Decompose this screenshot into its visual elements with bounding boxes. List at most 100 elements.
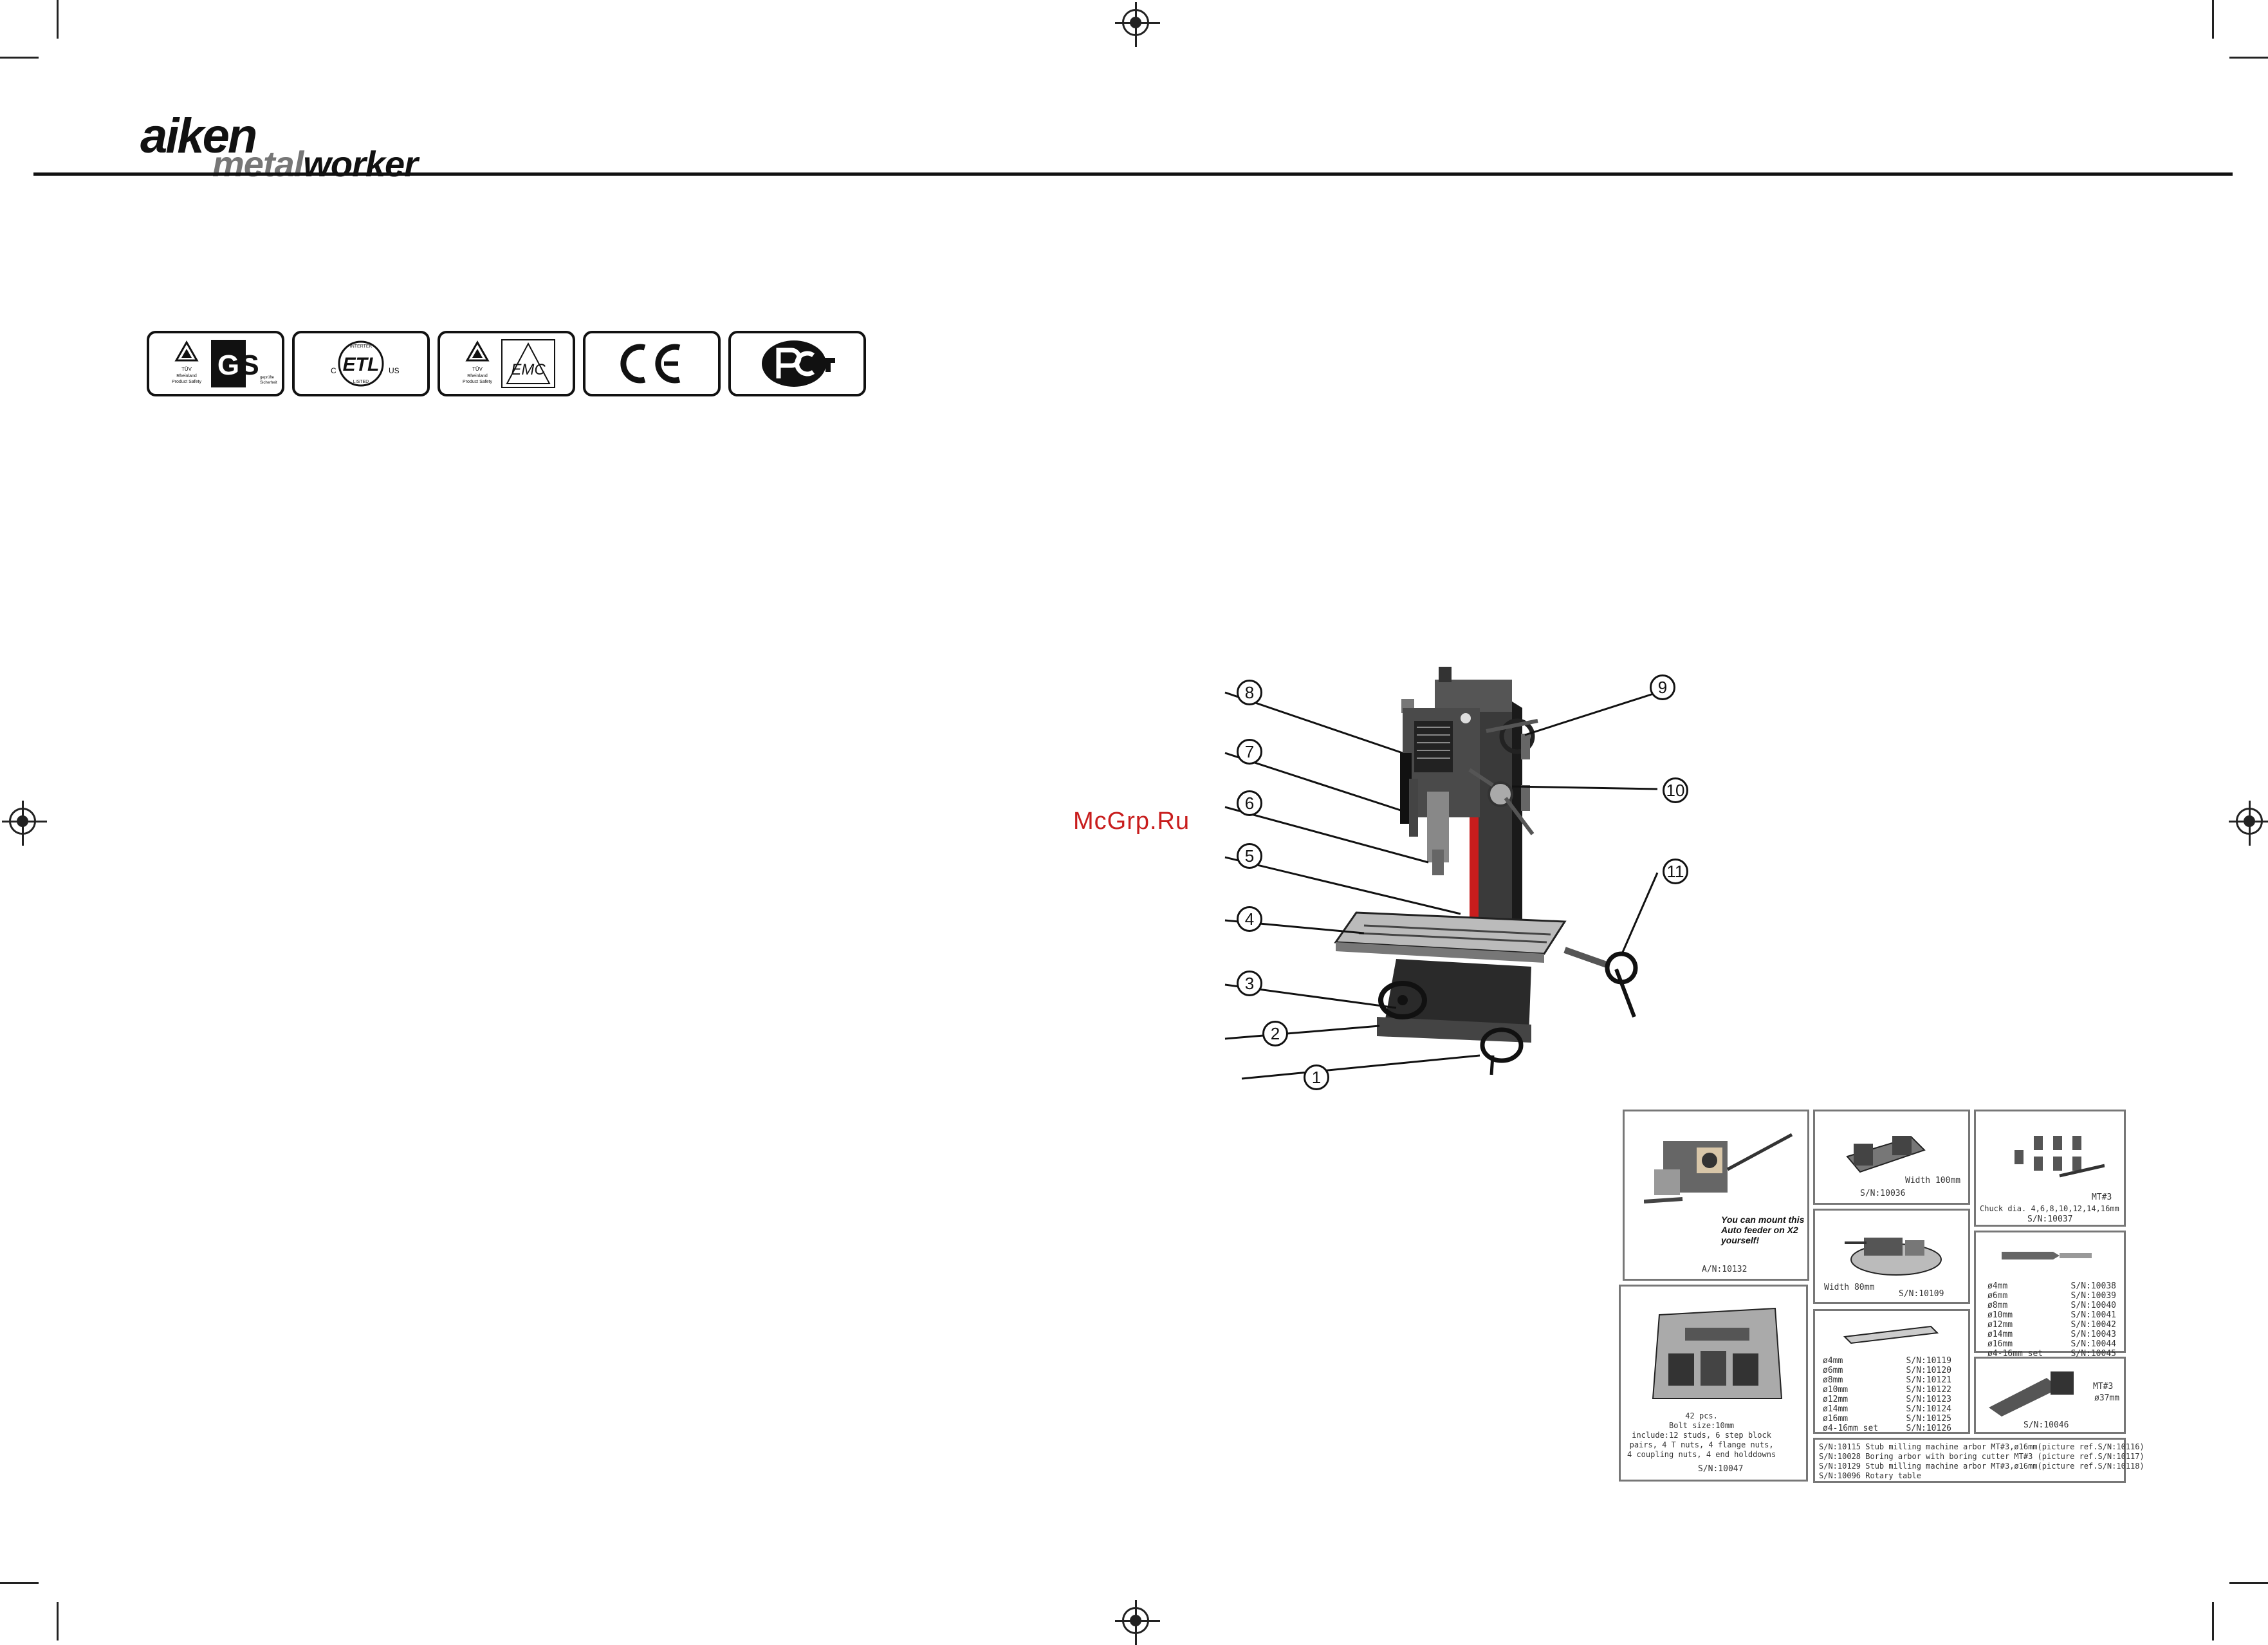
spec-size: ø8mm [1823,1375,1843,1385]
arbor-image [1989,1371,2074,1417]
spec-sn: S/N:10120 [1906,1366,1951,1375]
notes-line-3: S/N:10129 Stub milling machine arbor MT#… [1819,1462,2144,1471]
svg-text:TÜV: TÜV [472,366,483,372]
spec-size: ø4mm [1823,1356,1843,1366]
accessory-arbor: MT#3 ø37mm S/N:10046 [1974,1357,2126,1434]
callout-8: 8 [1237,680,1262,705]
notes-line-4: S/N:10096 Rotary table [1819,1471,1921,1480]
accessory-notes: S/N:10115 Stub milling machine arbor MT#… [1813,1438,2144,1483]
clamp-kit-sn: S/N:10047 [1698,1464,1744,1474]
spec-size: ø16mm [1823,1414,1849,1424]
svg-text:Product Safety: Product Safety [463,380,492,384]
spec-sn: S/N:10044 [2070,1339,2116,1349]
svg-text:Sicherheit: Sicherheit [260,381,277,385]
spec-sn: S/N:10040 [2070,1301,2116,1310]
spec-row: ø8mm S/N:10121 [1823,1375,1951,1385]
spec-size: ø4mm [1987,1281,2008,1291]
tuv-gs-icon: TÜV Rheinland Product Safety G S geprüft… [172,340,277,387]
end-mill-image [2002,1252,2092,1259]
collet-set-caption: Chuck dia. 4,6,8,10,12,14,16mm [1980,1204,2119,1213]
pct-mark-icon [762,340,835,387]
spec-row: ø10mm S/N:10041 [1987,1310,2116,1320]
spec-sn: S/N:10125 [1906,1414,1951,1424]
auto-feeder-image [1644,1133,1793,1204]
svg-text:Product Safety: Product Safety [172,380,201,384]
svg-text:INTERTEK: INTERTEK [350,344,373,349]
callout-9: 9 [1650,674,1675,700]
spec-sn: S/N:10039 [2070,1291,2116,1301]
arbor-sn: S/N:10046 [2024,1420,2069,1430]
registration-mark [2,801,47,846]
vise-100-image [1846,1136,1926,1173]
svg-text:C: C [331,366,337,375]
tuv-emc-icon: TÜV Rheinland Product Safety EMC [463,339,555,388]
callout-7: 7 [1237,739,1262,765]
registration-mark [1115,1600,1160,1645]
spec-sn: S/N:10043 [2070,1330,2116,1339]
callout-3: 3 [1237,971,1262,996]
vise-100-sn: S/N:10036 [1860,1189,1906,1198]
notes-line-2: S/N:10028 Boring arbor with boring cutte… [1819,1452,2144,1461]
callout-10: 10 [1663,777,1688,803]
brand-logo-top: aiken [140,109,257,163]
collet-set-sn: S/N:10037 [2027,1214,2073,1224]
spec-row: ø4-16mm set S/N:10045 [1987,1349,2116,1359]
spec-size: ø16mm [1987,1339,2013,1349]
spec-size: ø8mm [1987,1301,2008,1310]
accessory-auto-feeder: You can mount this Auto feeder on X2 you… [1623,1110,1809,1281]
ce-mark-icon [620,344,681,384]
auto-feeder-sn: A/N:10132 [1702,1265,1747,1274]
spec-size: ø10mm [1823,1385,1849,1395]
etl-listed-icon: ETL INTERTEK LISTED C US [331,340,400,387]
spec-size: ø10mm [1987,1310,2013,1320]
spec-sn: S/N:10121 [1906,1375,1951,1385]
spec-sn: S/N:10042 [2070,1320,2116,1330]
cert-ce-badge [583,331,721,396]
spec-sn: S/N:10041 [2070,1310,2116,1320]
spec-sn: S/N:10045 [2070,1349,2116,1359]
spec-size: ø12mm [1823,1395,1849,1404]
spec-row: ø4mm S/N:10038 [1987,1281,2116,1291]
svg-text:LISTED: LISTED [353,380,369,384]
spec-row: ø12mm S/N:10042 [1987,1320,2116,1330]
svg-text:S: S [240,349,259,381]
spec-sn: S/N:10126 [1906,1424,1951,1433]
spec-sn: S/N:10122 [1906,1385,1951,1395]
brand-logo-bottom: metalworker [212,143,418,185]
vise-80-width: Width 80mm [1824,1283,1875,1292]
callout-4: 4 [1237,906,1262,932]
crop-mark [57,0,59,39]
callout-11: 11 [1663,859,1688,884]
registration-mark [1115,2,1160,47]
svg-text:EMC: EMC [511,361,546,378]
spec-row: ø6mm S/N:10039 [1987,1291,2116,1301]
vise-100-width: Width 100mm [1905,1176,1961,1185]
callout-2: 2 [1262,1021,1288,1046]
spec-sn: S/N:10124 [1906,1404,1951,1414]
spec-sn: S/N:10038 [2070,1281,2116,1291]
collet-set-label: MT#3 [2092,1193,2112,1202]
spec-size: ø12mm [1987,1320,2013,1330]
svg-text:geprüfte: geprüfte [260,376,275,380]
cert-etl-badge: ETL INTERTEK LISTED C US [292,331,430,396]
spec-size: ø6mm [1987,1291,2008,1301]
spec-row: ø10mm S/N:10122 [1823,1385,1951,1395]
collet-set-image [2014,1136,2105,1178]
crop-mark [2229,57,2268,59]
arbor-size: ø37mm [2094,1393,2120,1403]
spec-size: ø4-16mm set [1987,1349,2043,1359]
svg-text:US: US [389,366,400,375]
callout-5: 5 [1237,843,1262,869]
spec-size: ø4-16mm set [1823,1424,1879,1433]
crop-mark [2212,1602,2214,1640]
brand-logo-bold: worker [303,144,418,184]
watermark: McGrp.Ru [1073,808,1190,835]
notes-line-1: S/N:10115 Stub milling machine arbor MT#… [1819,1442,2144,1451]
spec-row: ø16mm S/N:10125 [1823,1414,1951,1424]
